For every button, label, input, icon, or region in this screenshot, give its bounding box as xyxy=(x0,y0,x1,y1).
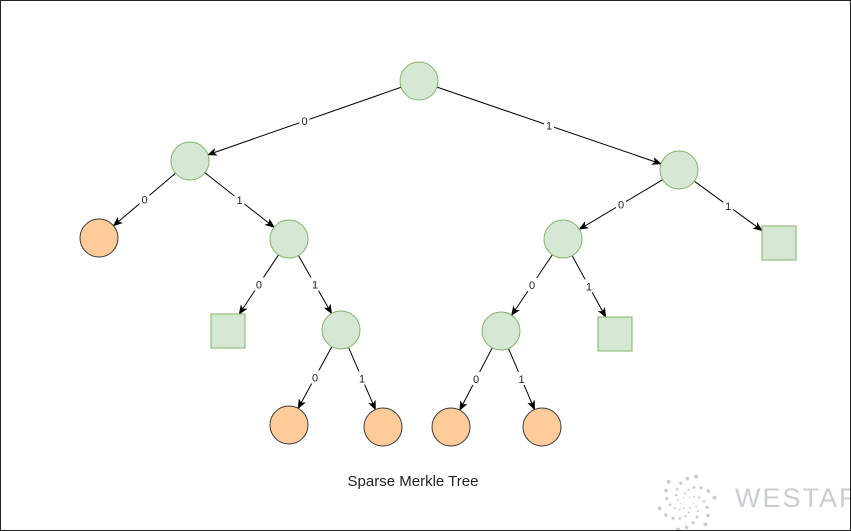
swirl-dot xyxy=(664,488,668,493)
swirl-dot xyxy=(692,502,694,504)
branch-node-circle xyxy=(659,150,699,190)
swirl-dot xyxy=(678,508,681,511)
branch-node-circle xyxy=(481,311,521,351)
edge-label: 0 xyxy=(301,116,307,128)
edge-label-background xyxy=(583,279,594,293)
edge-label-background xyxy=(299,114,310,127)
edge-label-background xyxy=(516,372,527,385)
watermark: WESTAR xyxy=(653,471,851,530)
branch-node-circle xyxy=(269,219,309,259)
edge-label: 1 xyxy=(236,195,242,207)
swirl-dot xyxy=(712,495,717,500)
swirl-dot xyxy=(691,521,695,525)
edge-label: 1 xyxy=(546,121,552,133)
swirl-dot xyxy=(675,493,678,497)
diagram-caption: Sparse Merkle Tree xyxy=(347,473,479,490)
swirl-dot xyxy=(671,516,675,520)
swirl-dot xyxy=(676,498,679,501)
swirl-dot xyxy=(695,505,698,508)
swirl-dot xyxy=(675,487,679,491)
swirl-dot xyxy=(684,492,687,495)
edge-label: 0 xyxy=(473,374,479,386)
edge-label-background xyxy=(723,198,734,212)
swirl-dot xyxy=(705,505,709,510)
edge-label-background xyxy=(357,371,367,385)
edge-label-background xyxy=(310,277,320,291)
nodes-layer xyxy=(79,61,797,447)
edge-label: 1 xyxy=(586,281,592,293)
empty-node-square xyxy=(597,316,633,352)
edge-label: 1 xyxy=(312,280,318,292)
edges-layer xyxy=(112,86,763,412)
swirl-dot xyxy=(680,502,682,504)
swirl-dot xyxy=(665,496,669,501)
edge-label: 0 xyxy=(529,280,535,292)
edge-labels-layer: 0 1 0 1 0 1 0 1 0 1 0 1 0 1 xyxy=(139,114,734,386)
swirl-dot xyxy=(679,481,683,485)
edge-label: 0 xyxy=(141,195,147,207)
swirl-dot xyxy=(702,499,706,503)
swirl-dot xyxy=(675,527,680,530)
edge-label: 0 xyxy=(312,373,318,385)
swirl-dot xyxy=(657,506,662,511)
branch-node-circle xyxy=(321,310,361,350)
branch-node-circle xyxy=(543,219,583,259)
empty-node-square xyxy=(761,225,797,261)
swirl-dot xyxy=(689,497,691,499)
edge-label: 1 xyxy=(518,374,524,386)
swirl-dot xyxy=(689,507,691,509)
branch-node-circle xyxy=(170,141,210,181)
empty-node-square xyxy=(210,313,246,349)
swirl-dot xyxy=(695,515,699,519)
swirl-dot xyxy=(666,479,671,484)
swirl-dot xyxy=(696,509,699,513)
swirl-dot xyxy=(683,497,685,499)
swirl-dot xyxy=(668,503,672,507)
edge-label-background xyxy=(253,277,264,291)
swirl-dot xyxy=(685,476,690,481)
edge-label-background xyxy=(527,278,537,291)
edge-label-background xyxy=(139,192,150,206)
root-node-circle xyxy=(399,61,439,101)
swirl-dot xyxy=(703,522,708,527)
edge-label: 0 xyxy=(618,200,624,212)
swirl-dot xyxy=(684,525,689,530)
swirl-logo-icon xyxy=(657,474,717,530)
swirl-dot xyxy=(687,511,690,514)
swirl-dot xyxy=(693,495,696,498)
edge-label-background xyxy=(471,372,481,385)
swirl-dot xyxy=(692,486,696,489)
swirl-dot xyxy=(694,474,699,479)
edge-label-background xyxy=(234,193,245,206)
leaf-node-circle xyxy=(522,407,562,447)
swirl-dot xyxy=(673,507,676,510)
swirl-dot xyxy=(678,517,682,520)
edge-label-background xyxy=(310,370,320,384)
edge-label: 0 xyxy=(256,279,262,291)
leaf-node-circle xyxy=(363,407,403,447)
watermark-text: WESTAR xyxy=(735,483,851,513)
leaf-node-circle xyxy=(79,218,119,258)
swirl-dot xyxy=(687,488,690,491)
swirl-dot xyxy=(706,489,711,493)
edge-label: 1 xyxy=(359,374,365,386)
swirl-dot xyxy=(699,486,703,490)
swirl-dot xyxy=(698,496,701,499)
edge-label: 1 xyxy=(725,201,731,213)
edge-label-background xyxy=(616,197,626,211)
leaf-node-circle xyxy=(269,405,309,445)
swirl-dot xyxy=(706,513,710,518)
swirl-dot xyxy=(684,515,687,518)
leaf-node-circle xyxy=(431,407,471,447)
swirl-dot xyxy=(663,513,668,517)
edge-label-background xyxy=(544,118,554,132)
swirl-dot xyxy=(683,507,685,509)
